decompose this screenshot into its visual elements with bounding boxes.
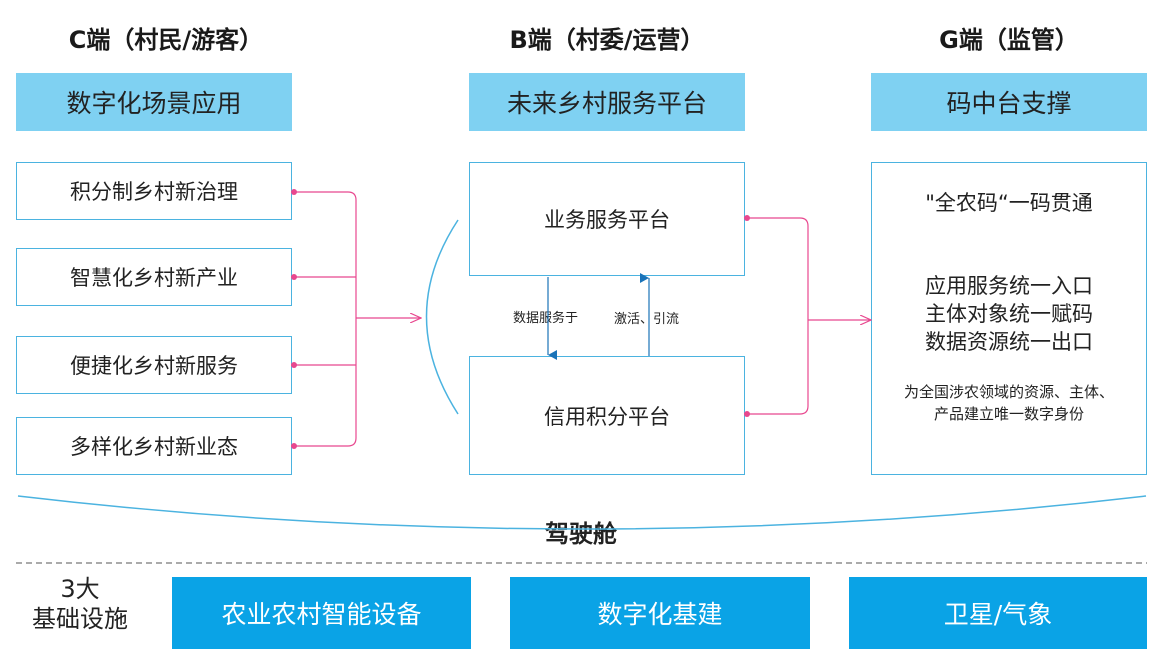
g-unified-code: 主体对象统一赋码	[925, 302, 1093, 326]
c-end-title: C端（村民/游客）	[68, 26, 264, 54]
g-unified-exit: 数据资源统一出口	[925, 330, 1093, 354]
c-item-business: 多样化乡村新业态	[16, 417, 292, 475]
g-note-line-2: 产品建立唯一数字身份	[933, 405, 1084, 423]
data-service-label: 数据服务于	[513, 311, 579, 326]
b-business-service-platform: 业务服务平台	[469, 162, 745, 276]
c-item-governance: 积分制乡村新治理	[16, 162, 292, 220]
infra-satellite-weather: 卫星/气象	[849, 577, 1147, 649]
g-unified-entry: 应用服务统一入口	[925, 274, 1093, 298]
infra-label-line-2: 基础设施	[32, 605, 128, 633]
infra-label-line-1: 3大	[60, 575, 100, 603]
b-end-title: B端（村委/运营）	[509, 26, 705, 54]
cockpit-label: 驾驶舱	[545, 520, 617, 548]
c-band-digital-scenarios: 数字化场景应用	[16, 73, 292, 131]
g-note-line-1: 为全国涉农领域的资源、主体、	[903, 383, 1114, 401]
b-connector-dots	[744, 215, 750, 417]
g-band-code-platform: 码中台支撑	[871, 73, 1147, 131]
infra-smart-devices: 农业农村智能设备	[172, 577, 471, 649]
b-band-future-village-platform: 未来乡村服务平台	[469, 73, 745, 131]
g-one-code-line: "全农码“一码贯通	[925, 191, 1093, 215]
b-to-g-connector	[747, 217, 871, 415]
c-connector-dots	[291, 189, 297, 449]
infra-digital-construction: 数字化基建	[510, 577, 810, 649]
g-end-title: G端（监管）	[939, 26, 1079, 54]
infra-label: 3大 基础设施	[14, 574, 146, 634]
activate-traffic-label: 激活、引流	[614, 312, 680, 327]
cockpit-curve	[17, 495, 1147, 530]
c-to-b-connector	[294, 191, 421, 447]
g-panel: "全农码“一码贯通 应用服务统一入口 主体对象统一赋码 数据资源统一出口 为全国…	[871, 162, 1147, 475]
b-credit-points-platform: 信用积分平台	[469, 356, 745, 475]
c-item-service: 便捷化乡村新服务	[16, 336, 292, 394]
b-left-arc	[425, 219, 459, 415]
